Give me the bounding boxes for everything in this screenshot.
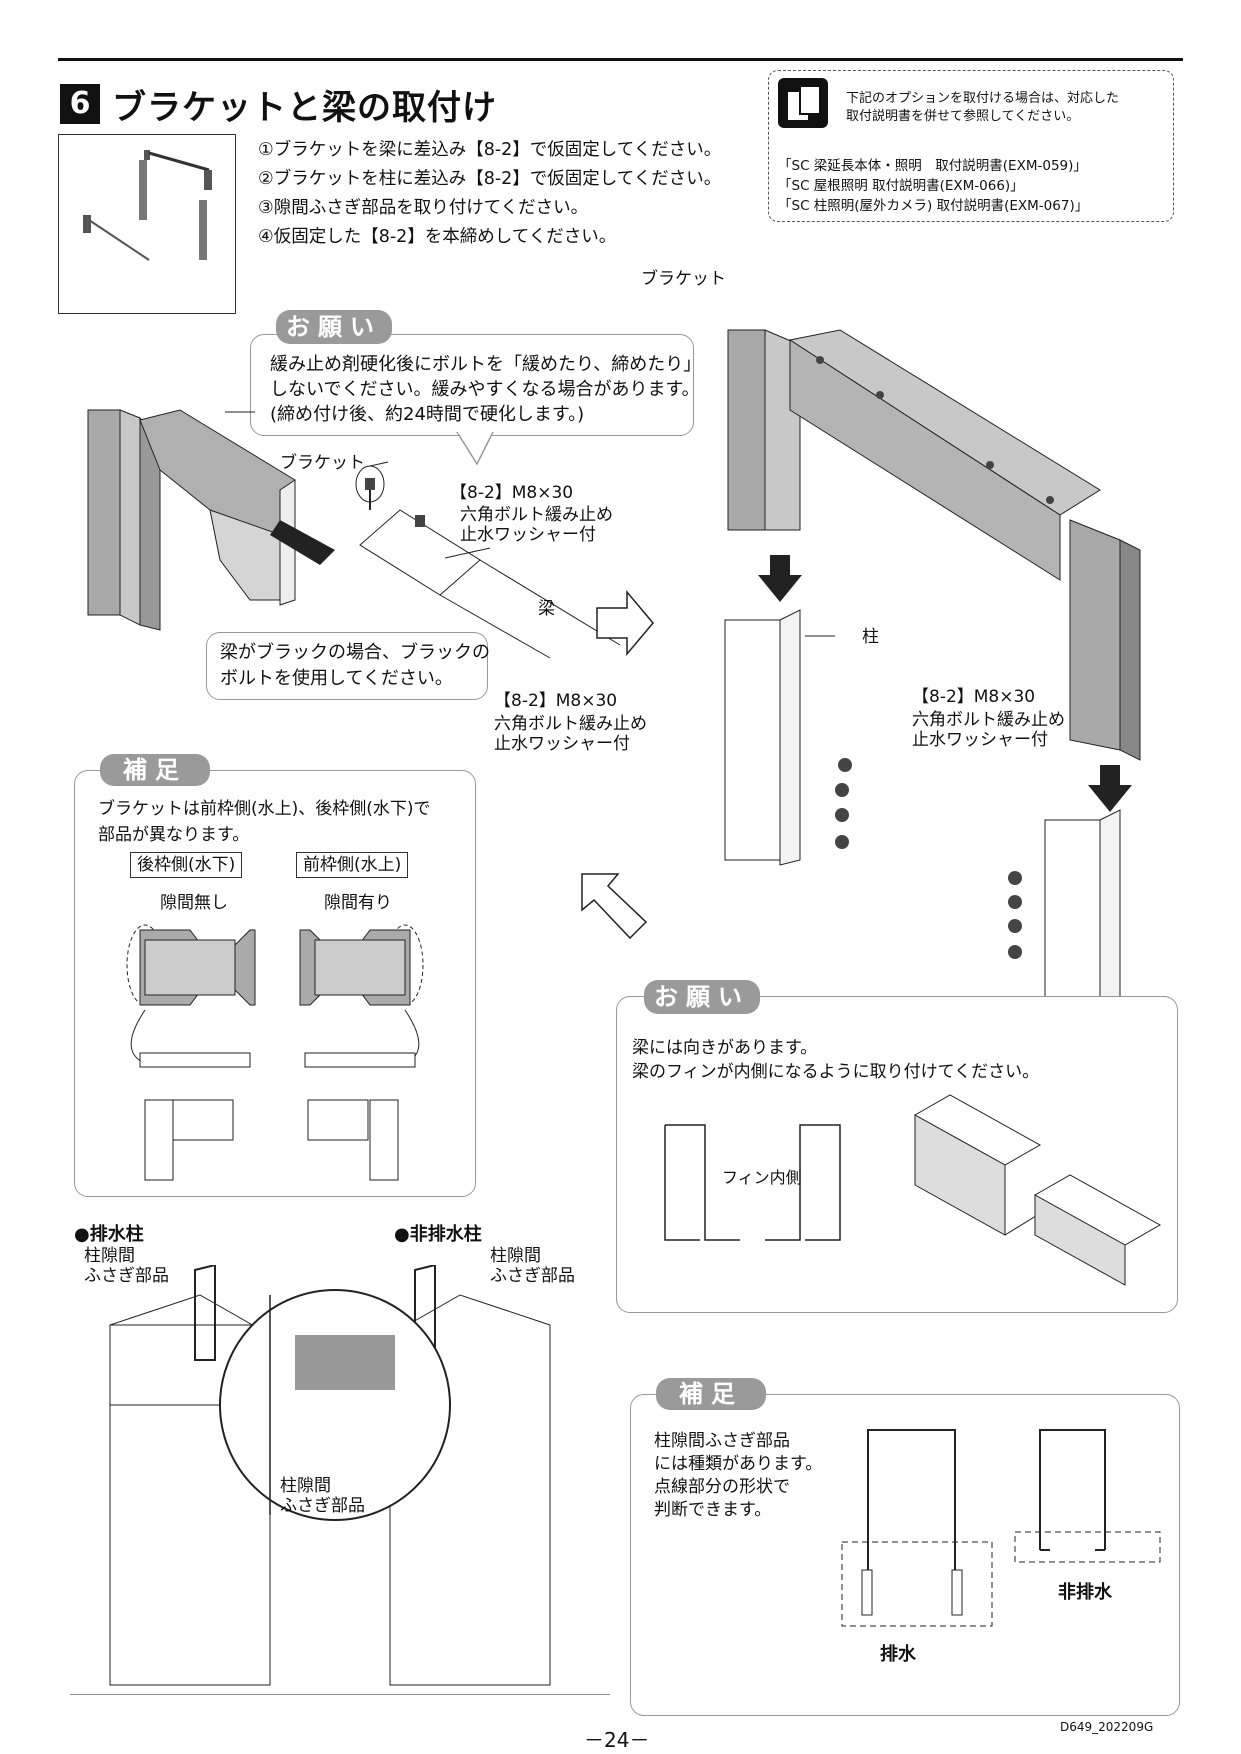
callout-pointer	[456, 432, 494, 466]
section-number: 6	[60, 84, 100, 124]
bracket-post-illustration	[724, 329, 1141, 1000]
black-bolt-note-text: 梁がブラックの場合、ブラックの ボルトを使用してください。	[220, 642, 490, 689]
info-ref-item: 「SC 梁延長本体・照明 取付説明書(EXM-059)」	[778, 158, 1087, 174]
nondrain-type-label: 非排水	[1058, 1582, 1112, 1603]
supplement-text-1: ブラケットは前枠側(水上)、後枠側(水下)で 部品が異なります。	[98, 799, 431, 845]
supplement-tag-2: 補足	[656, 1378, 766, 1410]
bracket-beam-illustration	[87, 409, 621, 682]
gap-part-label-right: 柱隙間 ふさぎ部品	[490, 1246, 575, 1286]
fin-inside-label: フィン内側	[722, 1168, 802, 1187]
bolt-code-bottom: 【8-2】M8×30	[494, 691, 618, 711]
bolt-desc-top: 六角ボルト緩み止め 止水ワッシャー付	[460, 505, 613, 545]
overview-illustration	[83, 150, 212, 261]
step-2: ②ブラケットを柱に差込み【8-2】で仮固定してください。	[258, 169, 722, 189]
info-ref-list: 「SC 梁延長本体・照明 取付説明書(EXM-059)」 「SC 屋根照明 取付…	[778, 156, 1088, 216]
nondrain-post-title: ●非排水柱	[394, 1224, 482, 1245]
step-1: ①ブラケットを梁に差込み【8-2】で仮固定してください。	[258, 140, 722, 160]
rear-gap-none: 隙間無し	[160, 893, 228, 913]
bracket-label-left: ブラケット	[280, 453, 365, 473]
drain-post-illustration	[70, 1265, 610, 1695]
front-frame-label: 前枠側(水上)	[296, 852, 409, 878]
caution-text-2: 梁には向きがあります。 梁のフィンが内側になるように取り付けてください。	[632, 1038, 1040, 1082]
bolt-code-right: 【8-2】M8×30	[912, 687, 1036, 707]
section-title: ブラケットと梁の取付け	[112, 88, 497, 128]
next-step-arrow-down-left	[581, 873, 648, 940]
beam-fin-3d-illustration	[913, 1094, 1162, 1286]
step-4: ④仮固定した【8-2】を本締めしてください。	[258, 227, 617, 247]
front-gap-exists: 隙間有り	[324, 893, 392, 913]
caution-tag-2: お願い	[644, 980, 760, 1014]
gap-part-types-illustration	[841, 1429, 1161, 1627]
supplement-text-2: 柱隙間ふさぎ部品 には種類があります。 点線部分の形状で 判断できます。	[654, 1431, 823, 1520]
caution-tag-1: お願い	[276, 310, 392, 344]
caution-text-1: 緩み止め剤硬化後にボルトを「緩めたり、締めたり」 しないでください。緩みやすくな…	[270, 354, 702, 425]
rear-frame-label: 後枠側(水下)	[130, 852, 243, 878]
beam-label: 梁	[538, 599, 555, 619]
bolt-code-top: 【8-2】M8×30	[450, 483, 574, 503]
fin-orientation-illustration	[664, 1124, 841, 1241]
top-rule	[58, 58, 1183, 61]
step-list: ①ブラケットを梁に差込み【8-2】で仮固定してください。 ②ブラケットを柱に差込…	[258, 136, 721, 252]
step-3: ③隙間ふさぎ部品を取り付けてください。	[258, 198, 589, 218]
info-ref-item: 「SC 屋根照明 取付説明書(EXM-066)」	[778, 178, 1024, 194]
bolt-desc-right: 六角ボルト緩み止め 止水ワッシャー付	[912, 710, 1065, 750]
overview-thumbnail	[58, 134, 236, 314]
gap-part-label-left: 柱隙間 ふさぎ部品	[84, 1246, 169, 1286]
page-number: －24－	[584, 1728, 650, 1752]
caution-callout-1	[250, 334, 694, 436]
info-ref-item: 「SC 柱照明(屋外カメラ) 取付説明書(EXM-067)」	[778, 198, 1089, 214]
drain-type-label: 排水	[880, 1644, 916, 1665]
next-step-arrow-right	[596, 589, 654, 657]
bolt-desc-bottom: 六角ボルト緩み止め 止水ワッシャー付	[494, 714, 647, 754]
black-bolt-note	[206, 632, 488, 700]
post-label: 柱	[862, 627, 879, 647]
option-info-box	[768, 70, 1174, 222]
gap-part-label-zoom: 柱隙間 ふさぎ部品	[280, 1476, 365, 1516]
document-code: D649_202209G	[1060, 1720, 1154, 1734]
drain-post-title: ●排水柱	[74, 1224, 144, 1245]
supplement-box-2	[630, 1394, 1180, 1716]
supplement-tag-1: 補足	[100, 754, 210, 786]
bracket-label-right: ブラケット	[641, 269, 726, 289]
bracket-comparison-illustration	[126, 924, 424, 1181]
info-header: 下記のオプションを取付ける場合は、対応した 取付説明書を併せて参照してください。	[846, 91, 1120, 124]
manual-reference-icon	[778, 78, 828, 128]
